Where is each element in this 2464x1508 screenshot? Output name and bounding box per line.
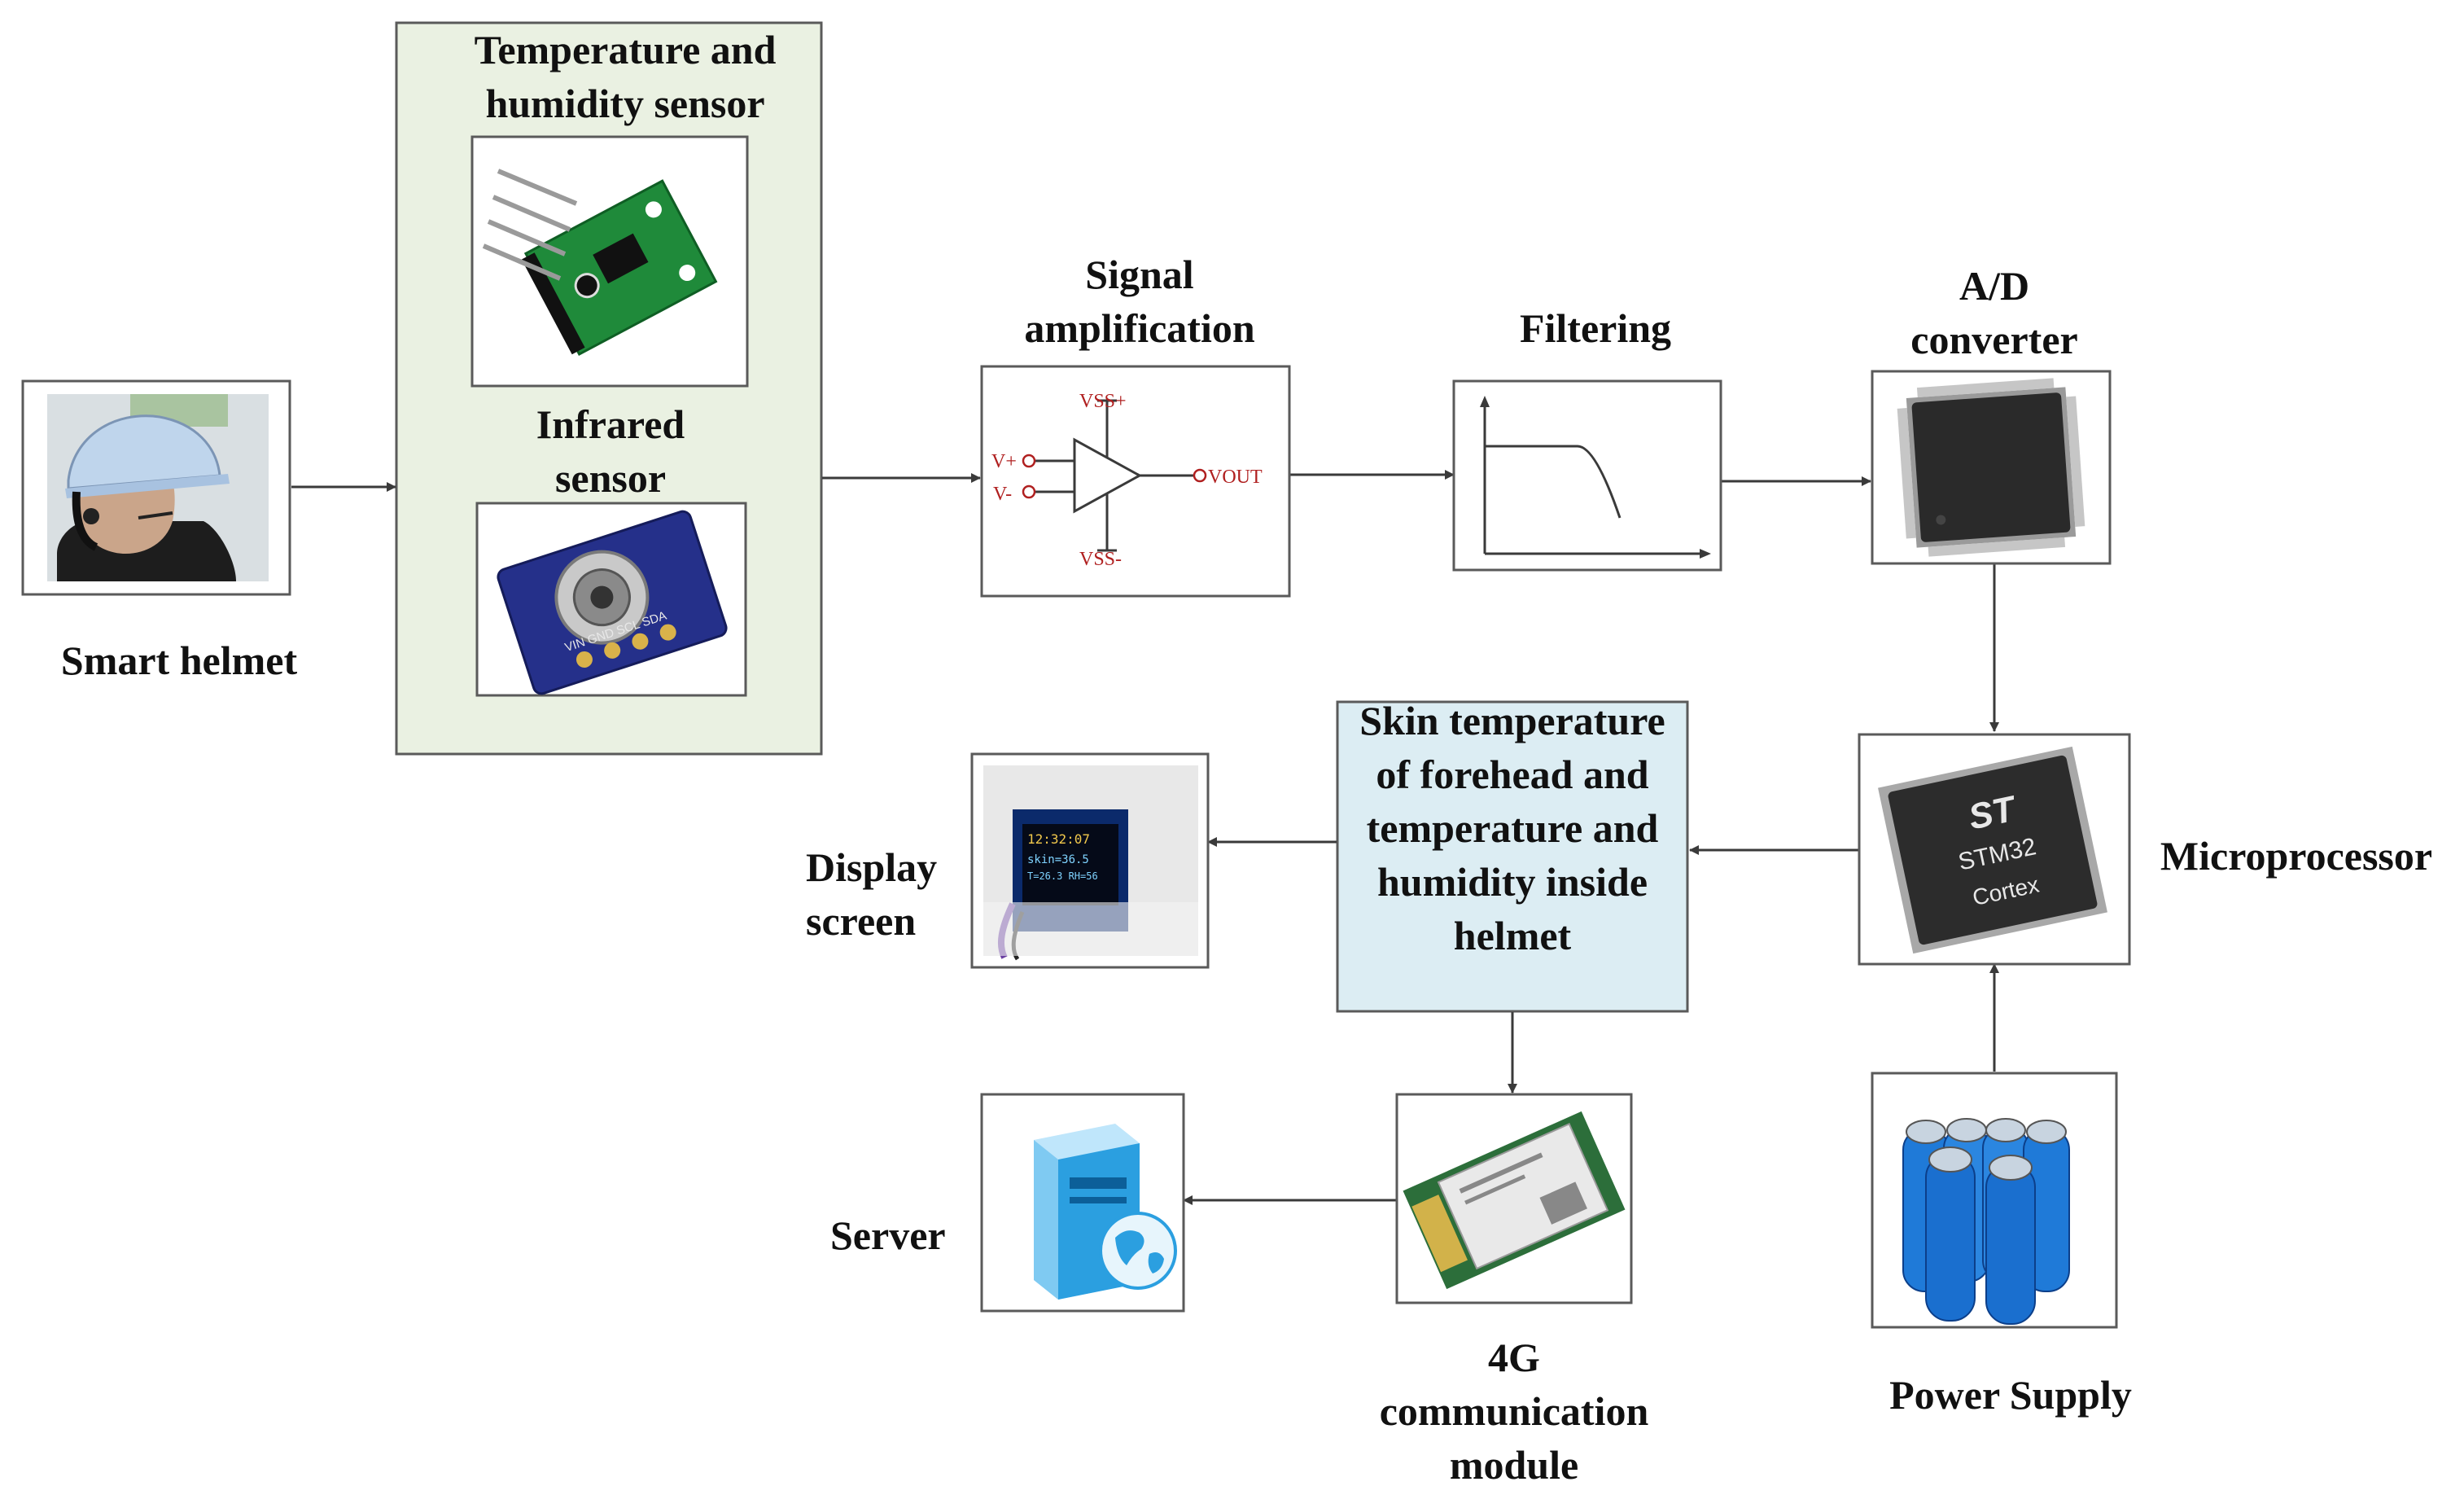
display-line-2: skin=36.5 <box>1027 853 1089 866</box>
smart-helmet-photo <box>21 379 291 596</box>
microprocessor-chip-image: ST STM32 Cortex <box>1858 733 2131 966</box>
filter-block <box>1452 379 1722 572</box>
opamp-vss-minus: VSS- <box>1079 549 1122 570</box>
power-supply-image <box>1871 1072 2118 1329</box>
4g-module-label: 4G communication module <box>1379 1335 1649 1488</box>
4g-module-image <box>1395 1093 1633 1304</box>
smart-helmet-label: Smart helmet <box>60 638 298 683</box>
display-line-3: T=26.3 RH=56 <box>1027 870 1098 882</box>
signal-amplification-label: Signal amplification <box>1024 252 1255 351</box>
opamp-v-plus: V+ <box>991 451 1017 472</box>
display-screen-label: Display screen <box>806 844 938 944</box>
adc-chip-image <box>1871 370 2112 565</box>
temp-humidity-sensor-image <box>470 135 749 388</box>
connectors <box>291 470 1999 1205</box>
microprocessor-label: Microprocessor <box>2160 833 2433 879</box>
opamp-vss-plus: VSS+ <box>1079 391 1127 412</box>
opamp-v-minus: V- <box>993 484 1012 505</box>
opamp-vout: VOUT <box>1208 467 1263 488</box>
display-screen-image: 12:32:07 skin=36.5 T=26.3 RH=56 <box>970 752 1210 969</box>
infrared-sensor-image: VIN GND SCL SDA <box>475 502 747 697</box>
signal-amplifier-block: VSS+ VSS- V+ V- VOUT <box>980 365 1291 598</box>
server-icon <box>980 1093 1185 1313</box>
server-label: Server <box>830 1212 946 1258</box>
ad-converter-label: A/D converter <box>1910 263 2078 362</box>
data-box-text: Skin temperature of forehead and tempera… <box>1359 698 1665 958</box>
data-box <box>1336 700 1689 1013</box>
display-line-1: 12:32:07 <box>1027 831 1090 847</box>
power-supply-label: Power Supply <box>1889 1372 2132 1418</box>
infrared-sensor-label: Infrared sensor <box>536 401 685 501</box>
temp-humidity-sensor-label: Temperature and humidity sensor <box>474 27 777 126</box>
mcu-brand-text: ST <box>1965 788 2020 837</box>
filtering-label: Filtering <box>1519 305 1672 351</box>
